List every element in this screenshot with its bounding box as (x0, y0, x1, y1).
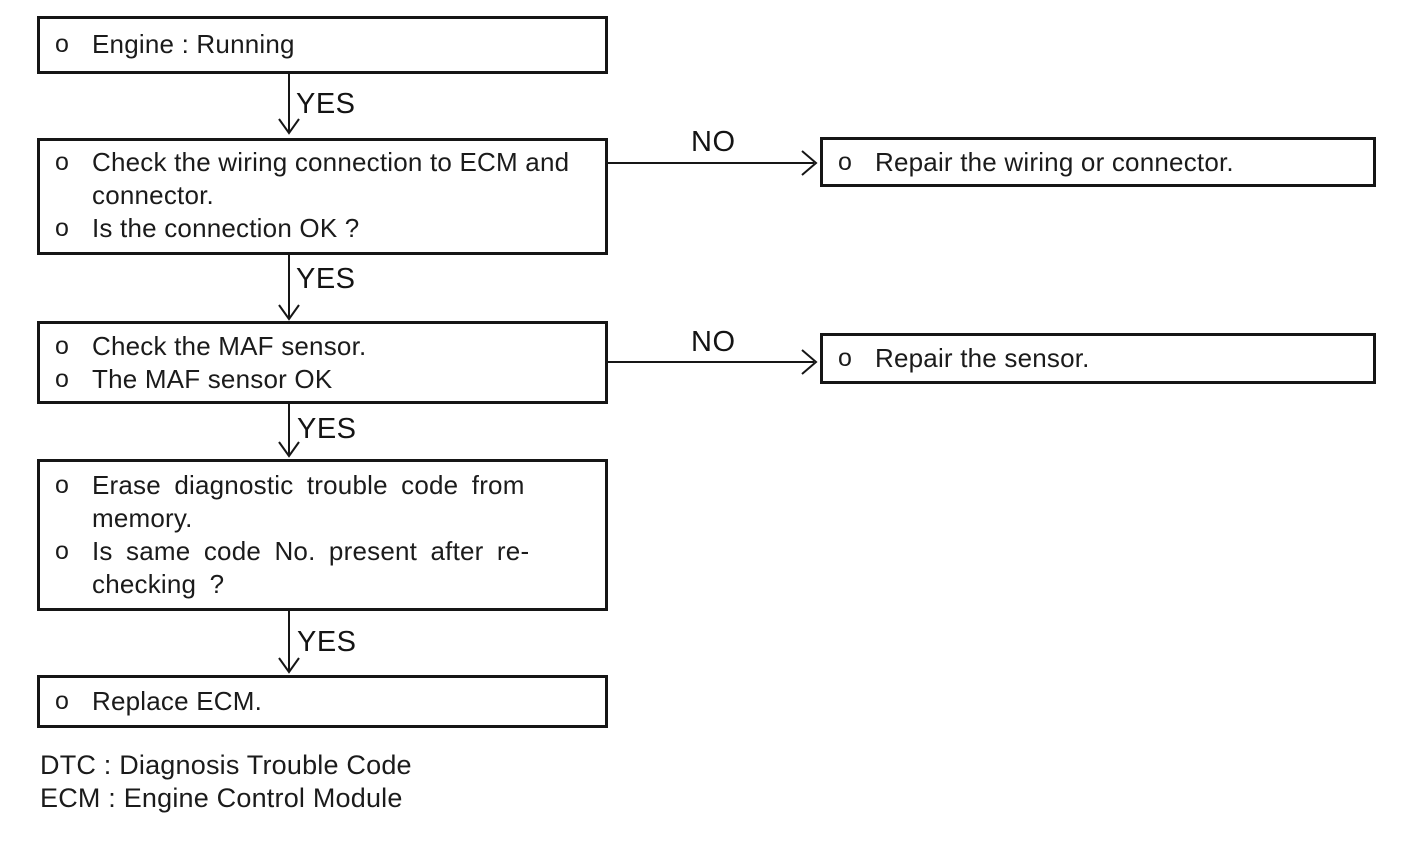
flow-item-text: Check the wiring connection to ECM and c… (92, 147, 570, 210)
yes-label-2: YES (296, 263, 356, 295)
bullet-marker: o (838, 344, 852, 372)
flow-item-text: Is the connection OK ? (92, 213, 360, 243)
no-label-2: NO (691, 326, 736, 358)
bullet-marker: o (838, 148, 852, 176)
flow-box-engine-running: o Engine : Running (37, 16, 608, 74)
flow-box-check-wiring: o Check the wiring connection to ECM and… (37, 138, 608, 255)
flow-box-repair-sensor: o Repair the sensor. (820, 333, 1376, 384)
flow-box-repair-wiring: o Repair the wiring or connector. (820, 137, 1376, 187)
flow-item: o Erase diagnostic trouble code from mem… (55, 469, 605, 535)
abbreviation-legend: DTC : Diagnosis Trouble Code ECM : Engin… (40, 749, 412, 815)
bullet-marker: o (55, 148, 69, 176)
flow-item: o Engine : Running (55, 28, 605, 61)
flow-item: o The MAF sensor OK (55, 363, 605, 396)
flow-box-check-maf: o Check the MAF sensor. o The MAF sensor… (37, 321, 608, 404)
bullet-marker: o (55, 30, 69, 58)
bullet-marker: o (55, 471, 69, 499)
flow-item: o Repair the wiring or connector. (838, 146, 1373, 179)
flow-item: o Is the connection OK ? (55, 212, 605, 245)
bullet-marker: o (55, 365, 69, 393)
flow-item: o Is same code No. present after re- che… (55, 535, 605, 601)
flow-item-text: Engine : Running (92, 29, 295, 59)
bullet-marker: o (55, 332, 69, 360)
legend-ecm: ECM : Engine Control Module (40, 783, 403, 813)
flow-item: o Check the MAF sensor. (55, 330, 605, 363)
yes-label-3: YES (297, 413, 357, 445)
yes-label-4: YES (297, 626, 357, 658)
no-label-1: NO (691, 126, 736, 158)
flow-item-text: Is same code No. present after re- check… (92, 536, 530, 599)
yes-label-1: YES (296, 88, 356, 120)
bullet-marker: o (55, 537, 69, 565)
flow-item-text: Replace ECM. (92, 686, 263, 716)
flow-item-text: The MAF sensor OK (92, 364, 333, 394)
flow-item-text: Repair the sensor. (875, 343, 1090, 373)
flow-box-erase-dtc: o Erase diagnostic trouble code from mem… (37, 459, 608, 611)
flow-item-text: Check the MAF sensor. (92, 331, 367, 361)
flow-item: o Repair the sensor. (838, 342, 1373, 375)
flow-item: o Replace ECM. (55, 685, 605, 718)
bullet-marker: o (55, 214, 69, 242)
bullet-marker: o (55, 687, 69, 715)
arrow-yes-4 (278, 611, 300, 674)
flow-box-replace-ecm: o Replace ECM. (37, 675, 608, 728)
arrow-yes-3 (278, 404, 300, 458)
flow-item-text: Repair the wiring or connector. (875, 147, 1234, 177)
flow-item-text: Erase diagnostic trouble code from memor… (92, 470, 525, 533)
flow-item: o Check the wiring connection to ECM and… (55, 146, 605, 212)
legend-dtc: DTC : Diagnosis Trouble Code (40, 750, 412, 780)
